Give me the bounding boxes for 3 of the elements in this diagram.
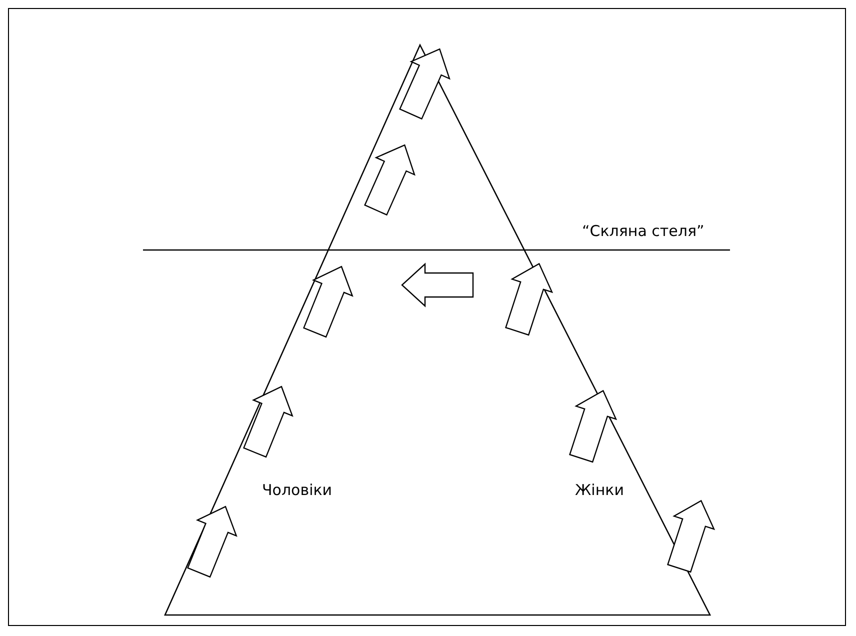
group-label: Чоловіки	[262, 481, 332, 499]
group-label: Жінки	[575, 481, 624, 499]
ceiling-label: “Скляна стеля”	[582, 222, 704, 240]
